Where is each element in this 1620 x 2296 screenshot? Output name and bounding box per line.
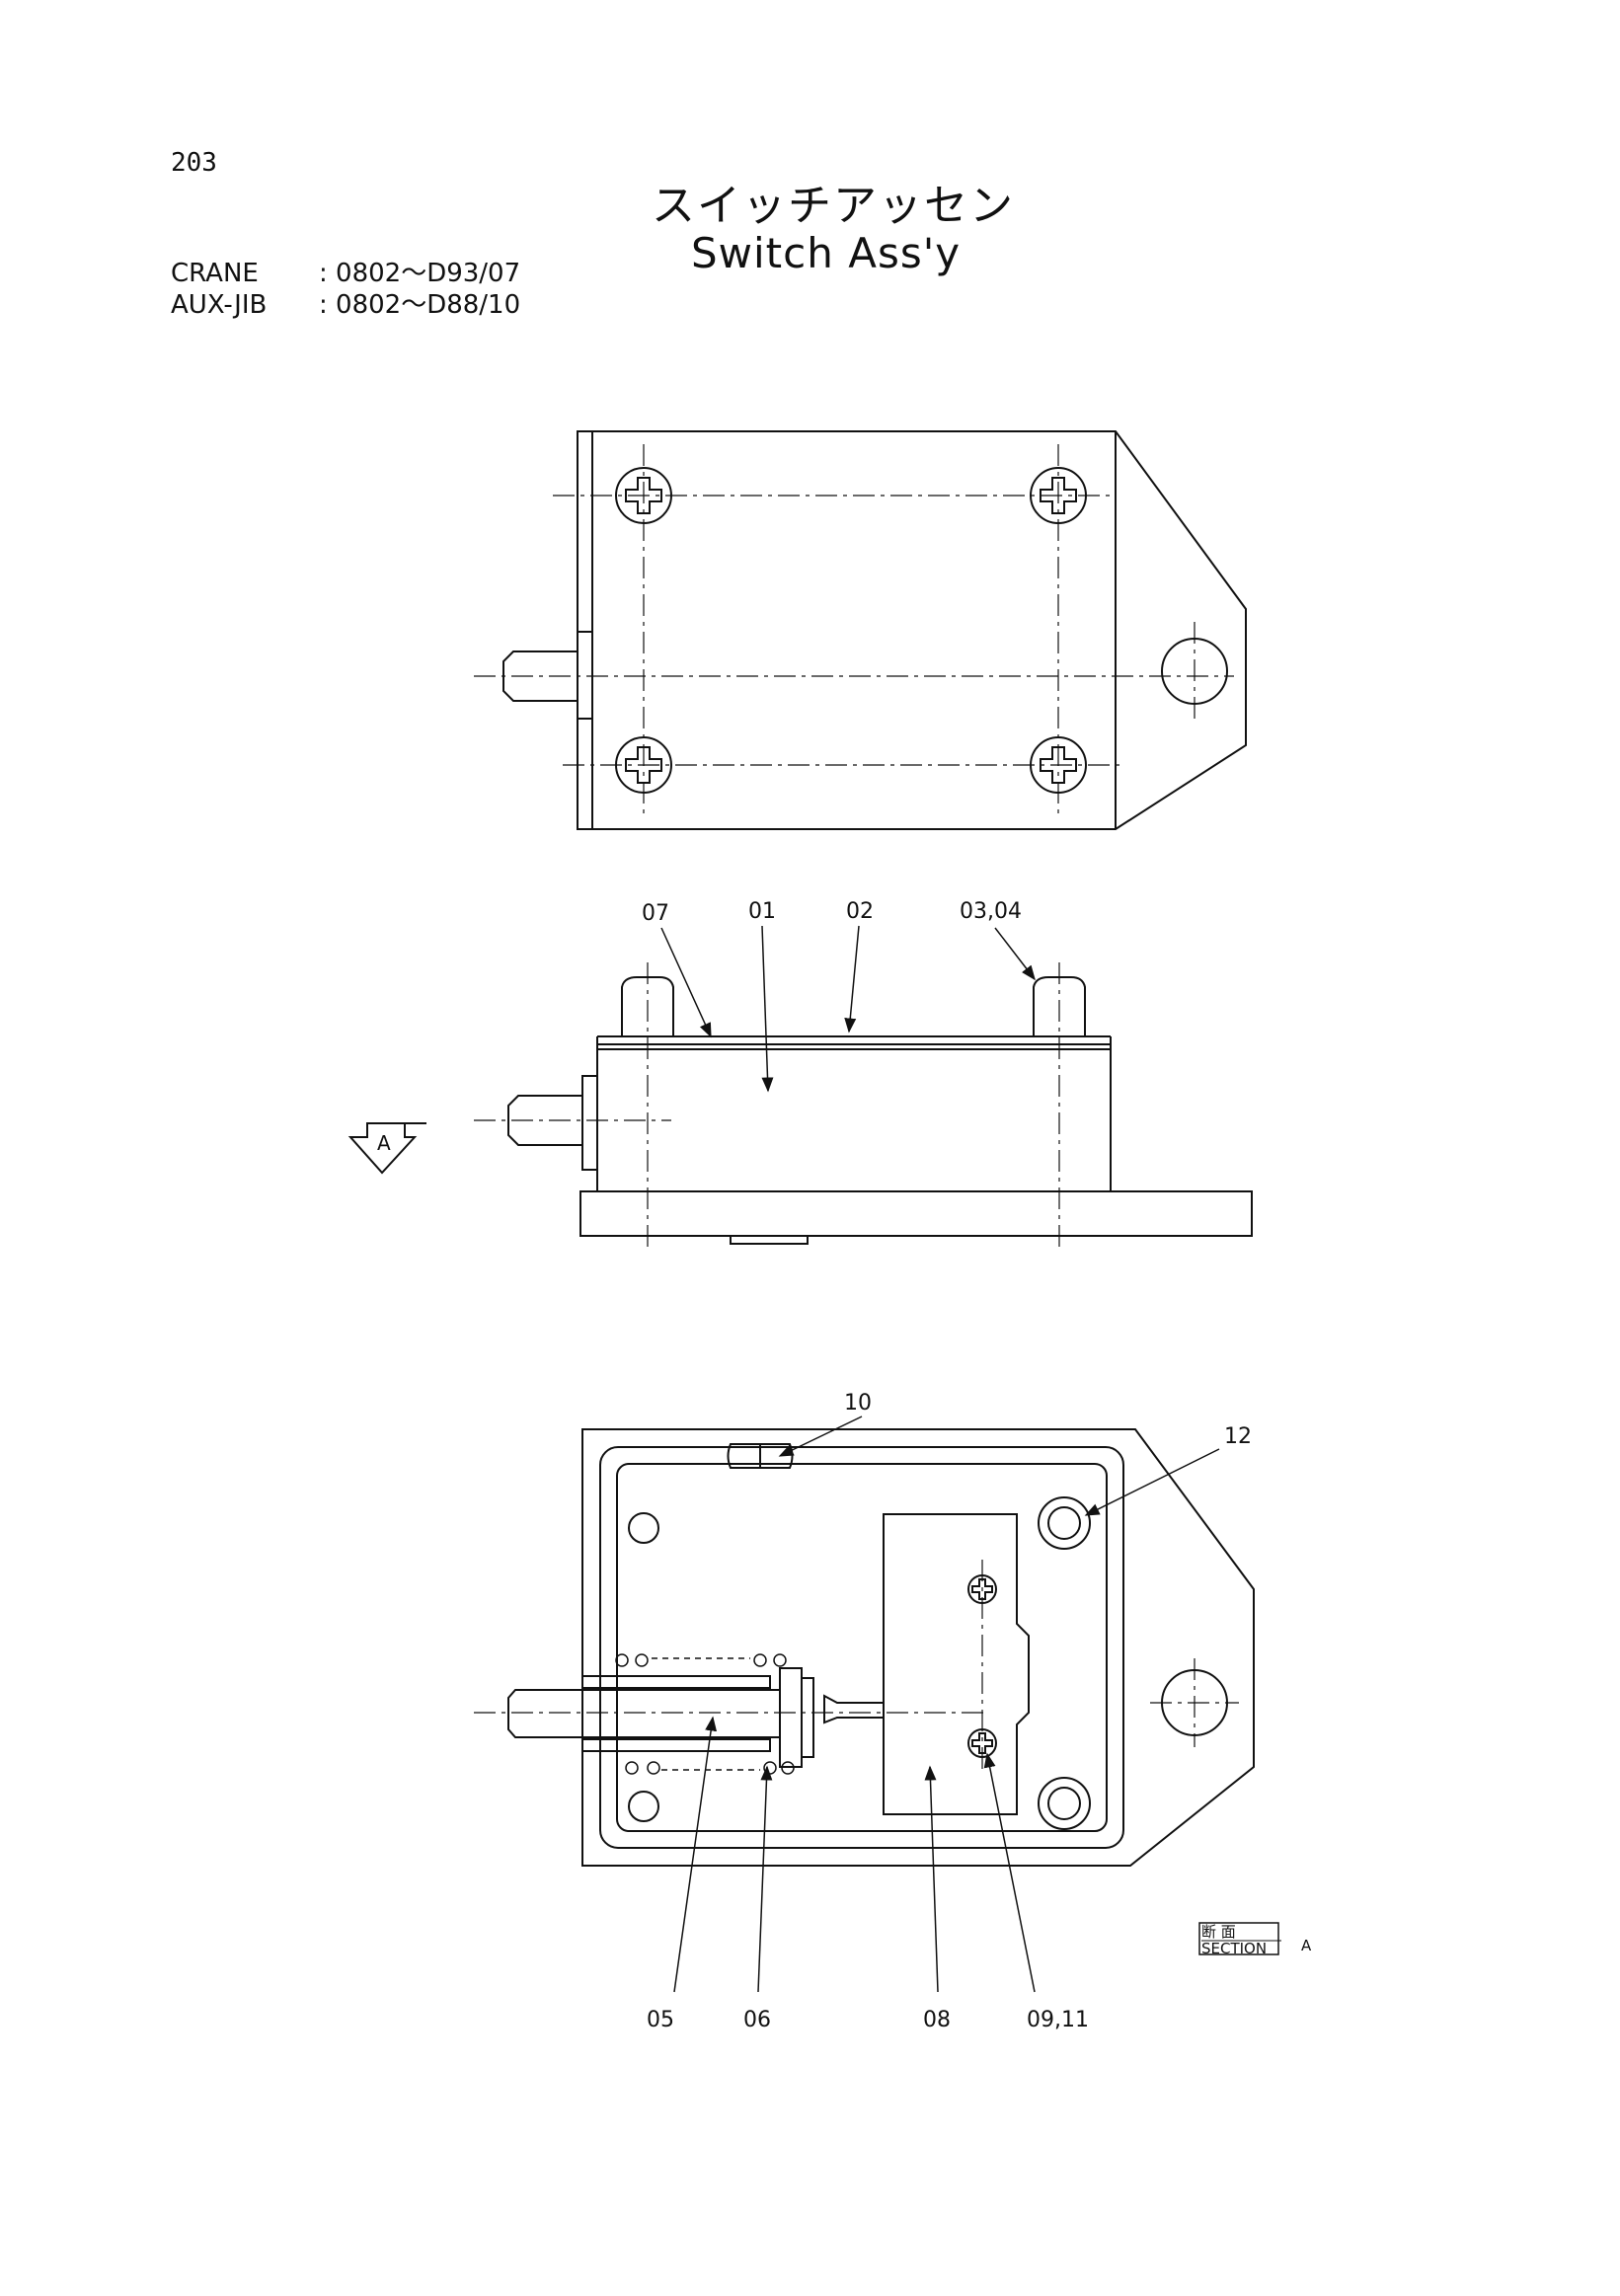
part-label-09-11: 09,11: [1027, 2008, 1089, 2032]
title-japanese: スイッチアッセン: [652, 181, 1015, 231]
part-label-12: 12: [1224, 1424, 1252, 1449]
part-label-07: 07: [642, 901, 669, 926]
page-number: 203: [171, 148, 217, 178]
section-label-letter: A: [1301, 1937, 1312, 1954]
section-a-view: [507, 1428, 1255, 1867]
view-marker-letter: A: [377, 1131, 391, 1155]
top-view: [502, 430, 1247, 830]
title-english: Switch Ass'y: [691, 229, 962, 277]
part-label-06: 06: [743, 2008, 771, 2032]
applicability-auxjib-label: AUX-JIB: [171, 290, 268, 320]
section-label-en: SECTION: [1201, 1940, 1267, 1957]
applicability-crane-value: : 0802～D93/07: [319, 259, 521, 288]
side-view: [507, 976, 1253, 1245]
applicability-auxjib-value: : 0802～D88/10: [319, 290, 521, 320]
section-a-label: 断 面 SECTION A: [1198, 1922, 1312, 1957]
part-label-05: 05: [647, 2008, 674, 2032]
side-view-leaders: [660, 925, 1036, 1093]
part-label-01: 01: [748, 899, 776, 924]
part-label-10: 10: [844, 1391, 872, 1416]
view-marker-a: A: [347, 1122, 426, 1175]
part-label-08: 08: [923, 2008, 951, 2032]
applicability-auxjib: AUX-JIB : 0802～D88/10: [171, 284, 520, 321]
section-a-centerlines: [474, 1560, 1239, 1772]
section-view-leaders: [673, 1416, 1220, 1993]
section-label-jp: 断 面: [1201, 1923, 1236, 1941]
applicability-crane: CRANE : 0802～D93/07: [171, 253, 520, 289]
side-view-centerlines: [474, 962, 1060, 1249]
part-label-03-04: 03,04: [960, 899, 1022, 924]
top-view-centerlines: [474, 444, 1234, 819]
applicability-crane-label: CRANE: [171, 259, 259, 288]
part-label-02: 02: [846, 899, 874, 924]
